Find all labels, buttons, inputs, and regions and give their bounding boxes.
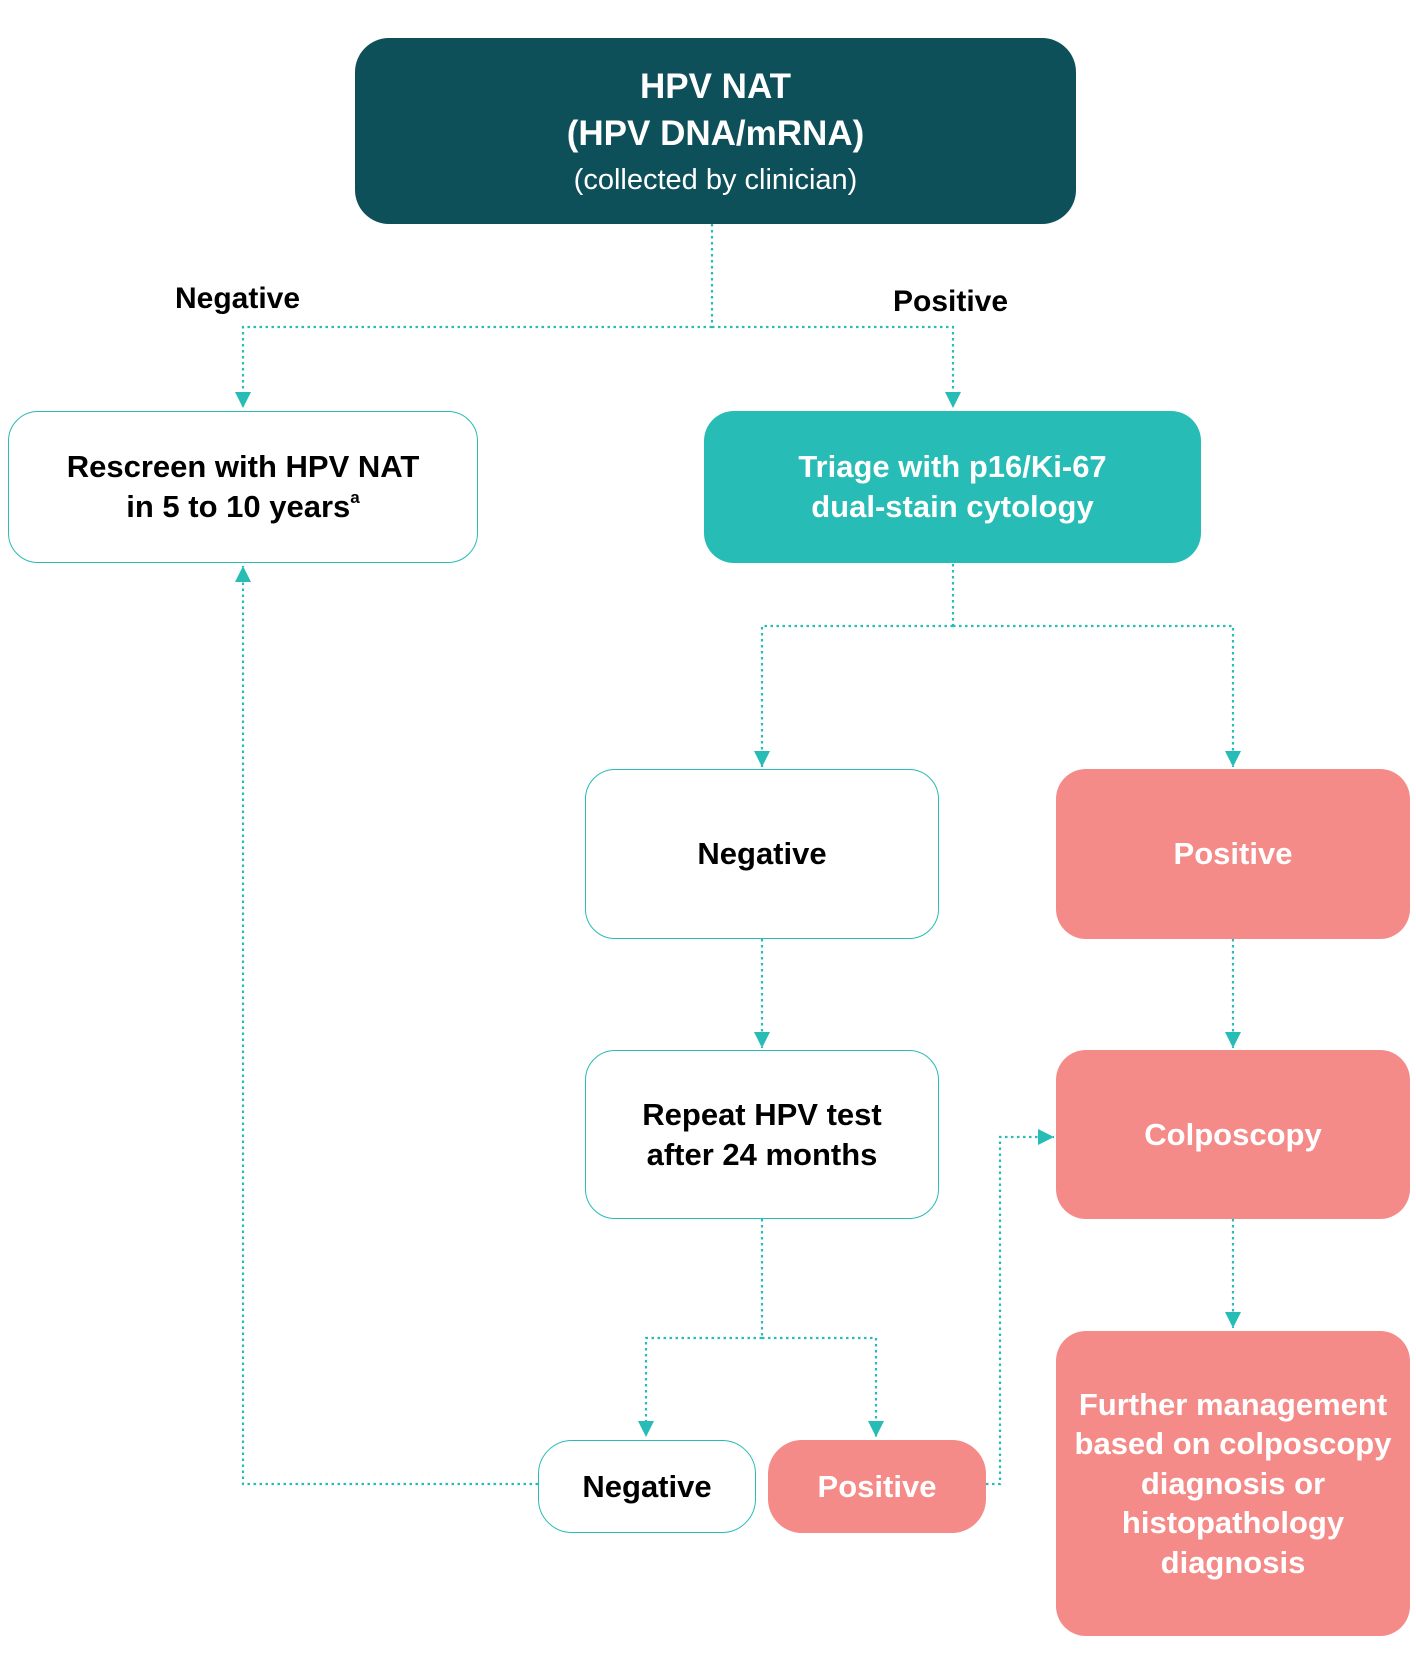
node-triage-line1: Triage with p16/Ki-67 <box>798 449 1107 485</box>
node-further-line5: diagnosis <box>1160 1544 1306 1580</box>
node-repeat-positive-label: Positive <box>817 1468 937 1504</box>
node-further-line3: diagnosis or <box>1140 1465 1326 1501</box>
connector-triage-to-positive <box>953 624 1241 767</box>
node-triage-line2: dual-stain cytology <box>811 489 1094 524</box>
node-rescreen-line2: in 5 to 10 years <box>126 489 351 524</box>
node-rescreen-line2-wrap: in 5 to 10 yearsa <box>126 487 359 527</box>
node-triage-positive-label: Positive <box>1173 836 1293 872</box>
connector-repeat-to-negative <box>638 1336 762 1437</box>
node-triage-negative: Negative <box>585 769 939 939</box>
edge-label-negative: Negative <box>175 282 301 315</box>
node-rescreen: Rescreen with HPV NAT in 5 to 10 yearsa <box>8 411 478 563</box>
node-hpv-nat-note: (collected by clinician) <box>573 163 858 196</box>
connector-triage-to-negative <box>754 624 953 767</box>
node-repeat-hpv-test: Repeat HPV test after 24 months <box>585 1050 939 1219</box>
footnote-marker: a <box>350 488 360 507</box>
node-repeat-line2: after 24 months <box>646 1136 878 1172</box>
node-triage: Triage with p16/Ki-67 dual-stain cytolog… <box>704 411 1201 563</box>
node-further-line1: Further management <box>1078 1387 1388 1423</box>
connector-repeat-positive-to-colposcopy <box>986 1129 1054 1486</box>
node-triage-positive: Positive <box>1056 769 1410 939</box>
node-repeat-positive: Positive <box>768 1440 986 1533</box>
node-repeat-negative-label: Negative <box>582 1468 712 1504</box>
node-further-line4: histopathology <box>1121 1505 1345 1541</box>
node-hpv-nat-title: HPV NAT <box>639 67 792 107</box>
connector-repeat-to-positive <box>762 1336 884 1437</box>
node-colposcopy-label: Colposcopy <box>1144 1116 1322 1152</box>
node-further-management: Further management based on colposcopy d… <box>1056 1331 1410 1636</box>
node-hpv-nat: HPV NAT (HPV DNA/mRNA) (collected by cli… <box>355 38 1076 224</box>
node-repeat-negative: Negative <box>538 1440 756 1533</box>
node-triage-negative-label: Negative <box>697 836 827 872</box>
node-colposcopy: Colposcopy <box>1056 1050 1410 1219</box>
node-further-line2: based on colposcopy <box>1074 1426 1392 1462</box>
node-hpv-nat-subtitle: (HPV DNA/mRNA) <box>566 114 865 154</box>
node-repeat-line1: Repeat HPV test <box>642 1096 882 1132</box>
connector-start-to-triage <box>712 325 961 408</box>
connector-start-to-rescreen <box>235 325 712 408</box>
node-rescreen-line1: Rescreen with HPV NAT <box>66 449 420 485</box>
edge-label-positive: Positive <box>893 285 1009 318</box>
connector-repeat-negative-to-rescreen <box>235 566 538 1486</box>
